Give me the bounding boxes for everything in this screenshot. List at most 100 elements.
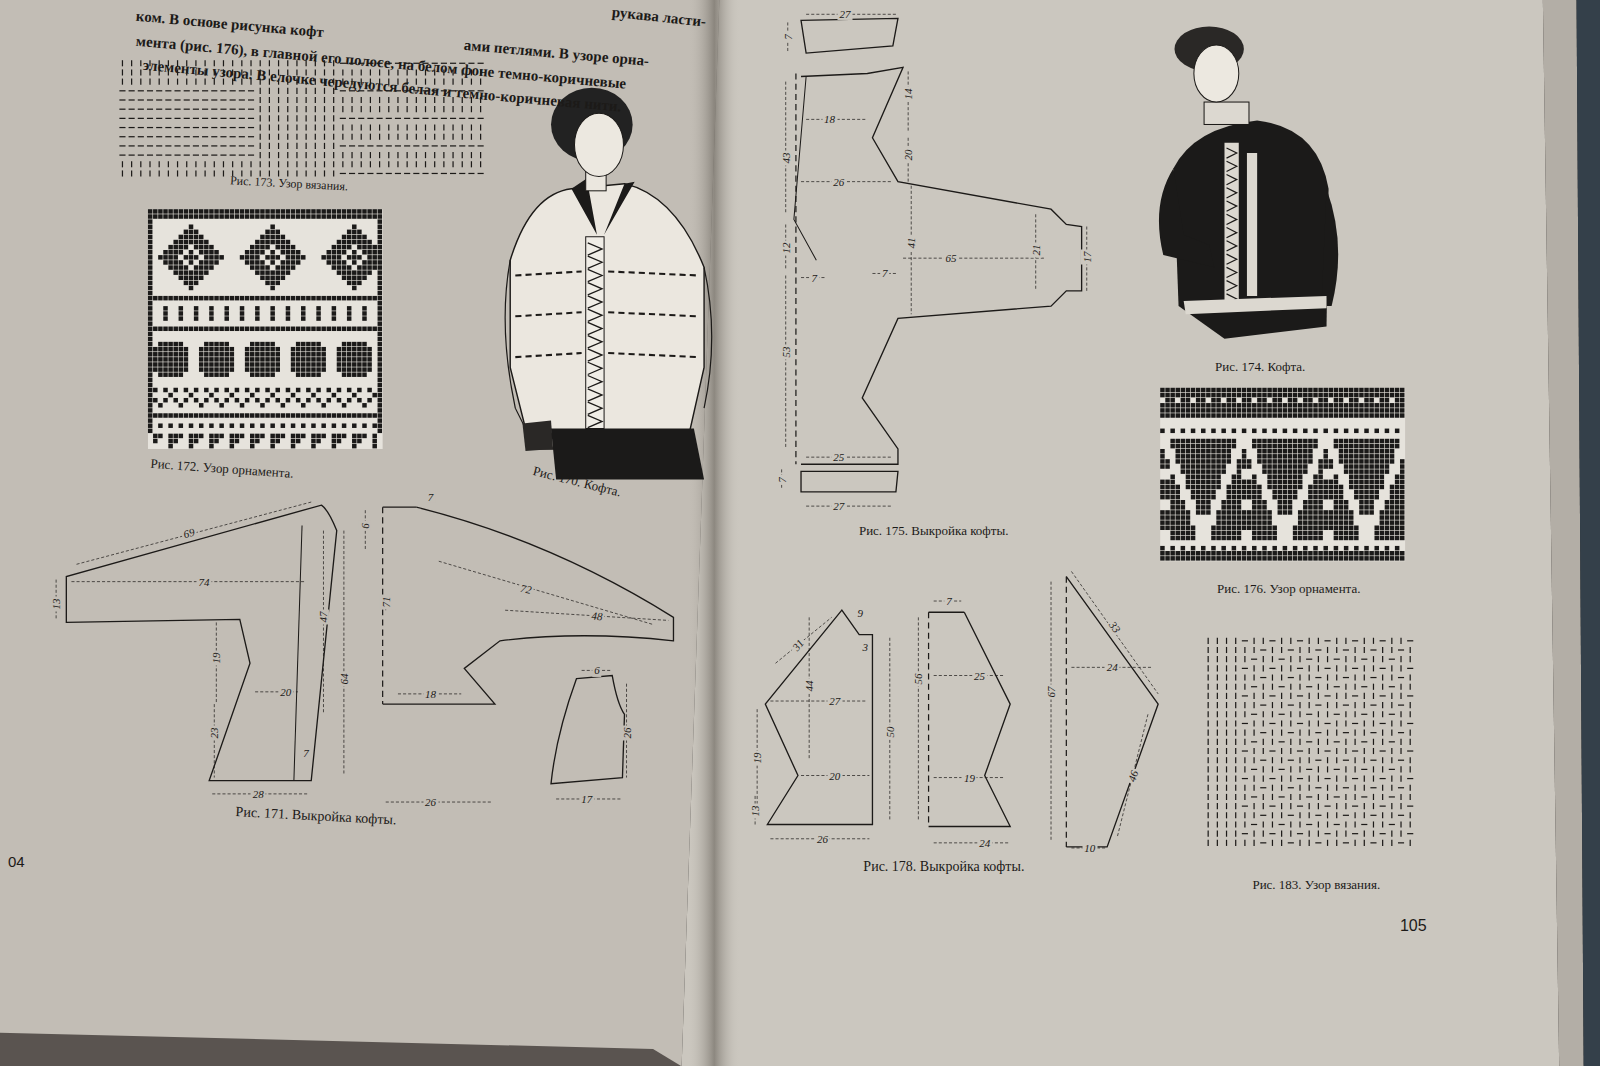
stitch-cell <box>1298 454 1302 458</box>
stitch-cell <box>1216 469 1220 473</box>
stitch-cell <box>1298 393 1302 397</box>
stitch-cell <box>173 347 177 351</box>
stitch-cell <box>270 311 274 315</box>
stitch-cell <box>316 342 320 346</box>
stitch-cell <box>1221 444 1225 448</box>
stitch-cell <box>1165 388 1169 392</box>
stitch-cell <box>1308 531 1312 535</box>
stitch-cell <box>352 439 356 443</box>
fold-line <box>928 612 929 826</box>
stitch-cell <box>1206 393 1210 397</box>
stitch-cell <box>158 352 162 356</box>
stitch-cell <box>1395 403 1399 407</box>
stitch-cell <box>1374 408 1378 412</box>
stitch-cell <box>179 311 183 315</box>
stitch-cell <box>189 444 193 448</box>
stitch-cell <box>1339 510 1343 514</box>
stitch-cell <box>1267 531 1271 535</box>
stitch-cell <box>214 413 218 417</box>
stitch-cell <box>1303 520 1307 524</box>
stitch-cell <box>214 434 218 438</box>
stitch-cell <box>179 413 183 417</box>
stitch-cell <box>342 276 346 280</box>
stitch-cell <box>1283 505 1287 509</box>
stitch-cell <box>179 306 183 310</box>
stitch-cell <box>1283 408 1287 412</box>
stitch-cell <box>1334 520 1338 524</box>
stitch-cell <box>1329 413 1333 417</box>
stitch-cell <box>179 235 183 239</box>
stitch-cell <box>306 357 310 361</box>
stitch-cell <box>230 214 234 218</box>
stitch-cell <box>230 423 234 427</box>
stitch-cell <box>194 281 198 285</box>
stitch-cell <box>316 327 320 331</box>
stitch-cell <box>1288 439 1292 443</box>
stitch-cell <box>1221 429 1225 433</box>
stitch-cell <box>148 224 152 228</box>
stitch-cell <box>1334 526 1338 530</box>
stitch-cell <box>1221 393 1225 397</box>
stitch-cell <box>1272 403 1276 407</box>
stitch-cell <box>148 418 152 422</box>
stitch-cell <box>1359 505 1363 509</box>
stitch-cell <box>1181 398 1185 402</box>
stitch-cell <box>250 250 254 254</box>
stitch-cell <box>367 270 371 274</box>
stitch-cell <box>1186 520 1190 524</box>
stitch-cell <box>260 434 264 438</box>
stitch-cell <box>337 352 341 356</box>
stitch-cell <box>1369 403 1373 407</box>
dimension-line <box>934 675 1005 676</box>
stitch-cell <box>1334 403 1338 407</box>
stitch-cell <box>1227 515 1231 519</box>
stitch-cell <box>1170 526 1174 530</box>
stitch-cell <box>1303 500 1307 504</box>
stitch-cell <box>1216 485 1220 489</box>
stitch-cell <box>332 214 336 218</box>
stitch-cell <box>1318 510 1322 514</box>
stitch-cell <box>1278 485 1282 489</box>
stitch-cell <box>347 235 351 239</box>
stitch-cell <box>1201 474 1205 478</box>
stitch-cell <box>1293 485 1297 489</box>
stitch-cell <box>1201 469 1205 473</box>
stitch-cell <box>1390 459 1394 463</box>
stitch-cell <box>214 347 218 351</box>
stitch-cell <box>291 347 295 351</box>
stitch-cell <box>270 276 274 280</box>
stitch-cell <box>189 270 193 274</box>
stitch-cell <box>342 240 346 244</box>
stitch-cell <box>224 413 228 417</box>
stitch-cell <box>337 245 341 249</box>
stitch-cell <box>281 296 285 300</box>
stitch-cell <box>342 362 346 366</box>
stitch-cell <box>265 342 269 346</box>
stitch-cell <box>270 306 274 310</box>
stitch-cell <box>1283 388 1287 392</box>
stitch-cell <box>1334 439 1338 443</box>
stitch-cell <box>209 393 213 397</box>
stitch-cell <box>1201 413 1205 417</box>
stitch-cell <box>214 255 218 259</box>
stitch-cell <box>1374 474 1378 478</box>
stitch-cell <box>194 209 198 213</box>
stitch-cell <box>245 398 249 402</box>
stitch-cell <box>276 434 280 438</box>
stitch-cell <box>362 434 366 438</box>
stitch-cell <box>316 413 320 417</box>
stitch-cell <box>189 434 193 438</box>
stitch-cell <box>209 316 213 320</box>
stitch-cell <box>347 265 351 269</box>
stitch-cell <box>1221 515 1225 519</box>
stitch-cell <box>1400 464 1404 468</box>
stitch-cell <box>1221 459 1225 463</box>
stitch-cell <box>362 403 366 407</box>
stitch-cell <box>245 214 249 218</box>
stitch-cell <box>1380 474 1384 478</box>
stitch-cell <box>342 403 346 407</box>
stitch-cell <box>1334 495 1338 499</box>
stitch-cell <box>342 352 346 356</box>
stitch-cell <box>1191 449 1195 453</box>
stitch-cell <box>378 286 382 290</box>
